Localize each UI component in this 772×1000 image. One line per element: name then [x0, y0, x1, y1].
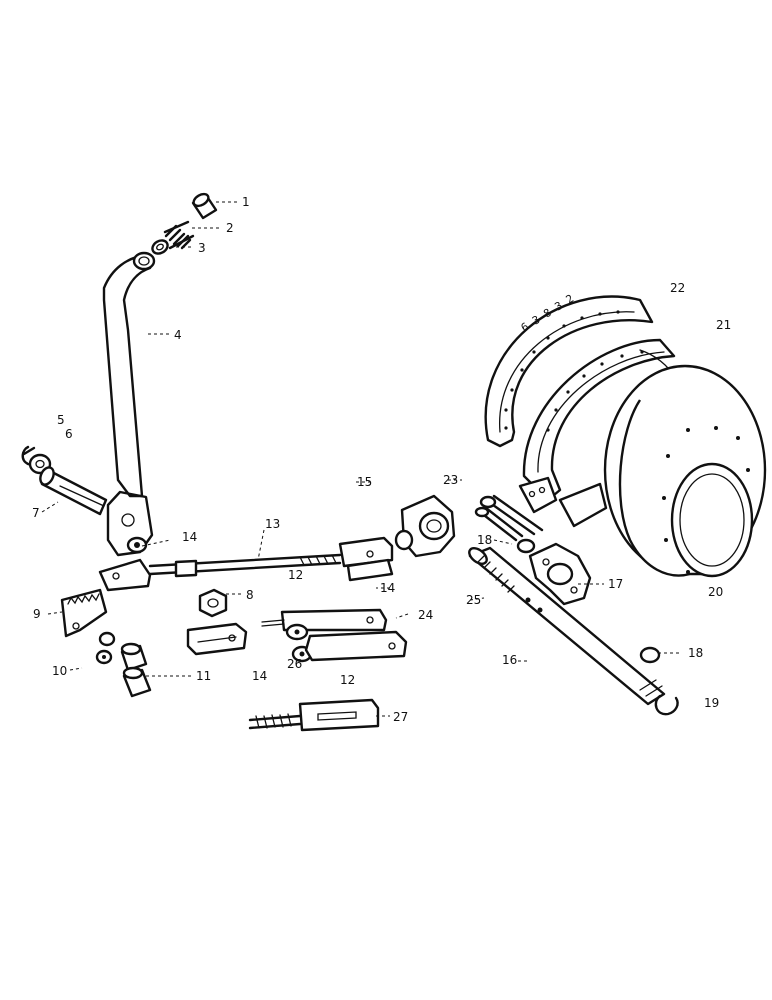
- callout-13: 13: [265, 517, 280, 531]
- leader-lines: [41, 201, 680, 717]
- callout-14a: 14: [182, 530, 197, 544]
- callout-7: 7: [32, 506, 40, 520]
- pull-rod-part-13: [148, 553, 342, 578]
- callout-11: 11: [196, 669, 211, 683]
- callout-19: 19: [704, 696, 719, 710]
- bushing-part-10: [95, 631, 116, 665]
- turnbuckle-part-27: [248, 698, 380, 732]
- brake-cam-lever-part-15: [394, 494, 456, 558]
- callout-14b: 14: [380, 581, 395, 595]
- lever-grip-part-1: [191, 192, 218, 220]
- pins-part-23: [474, 494, 544, 542]
- callout-12a: 12: [288, 568, 303, 582]
- fork-link-part-14: [186, 622, 248, 656]
- callout-24: 24: [418, 608, 433, 622]
- clevis-part-12: [338, 536, 394, 582]
- callout-14c: 14: [252, 669, 267, 683]
- callout-16: 16: [502, 653, 517, 667]
- callout-27: 27: [393, 710, 408, 724]
- callout-10: 10: [52, 664, 67, 678]
- callout-labels: 1 2 3 4 5 6 7 8 9 10 11 12 12 13 14 14 1…: [32, 195, 731, 724]
- callout-6: 6: [65, 427, 73, 441]
- link-part-12: [304, 630, 408, 662]
- pivot-pin-part-7: [39, 466, 108, 516]
- callout-8: 8: [246, 588, 254, 602]
- adjusting-link-part-24: [261, 608, 388, 632]
- callout-3: 3: [198, 241, 206, 255]
- pawl-segment-part-9: [60, 588, 108, 638]
- callout-17: 17: [608, 577, 623, 591]
- bushing-part-11: [120, 642, 152, 698]
- callout-26: 26: [287, 657, 302, 671]
- callout-1: 1: [242, 195, 250, 209]
- callout-18a: 18: [477, 533, 492, 547]
- callout-9: 9: [33, 607, 41, 621]
- hand-lever-part-4: [102, 251, 156, 557]
- brake-band-part-21: [518, 338, 691, 528]
- callout-12b: 12: [340, 673, 355, 687]
- brake-drum-part-20: [603, 364, 767, 578]
- spring-part-2: [163, 220, 195, 250]
- callout-20: 20: [708, 585, 723, 599]
- snap-ring-part-18: [516, 538, 536, 554]
- nut-part-8: [198, 588, 228, 618]
- callout-15: 15: [357, 475, 372, 489]
- callout-22: 22: [670, 281, 685, 295]
- snap-ring-part-18b: [639, 646, 661, 664]
- bearing-bracket-part-17: [528, 542, 592, 606]
- callout-2: 2: [226, 221, 234, 235]
- callout-25: 25: [466, 593, 481, 607]
- callout-21: 21: [716, 318, 731, 332]
- bracket-part-14: [98, 558, 152, 592]
- circlip-part-19: [654, 694, 679, 716]
- callout-4: 4: [174, 328, 182, 342]
- cam-shaft-part-16: [468, 546, 666, 706]
- callout-23: 23: [443, 473, 458, 487]
- callout-18b: 18: [688, 646, 703, 660]
- callout-5: 5: [57, 413, 65, 427]
- washer-part-3: [151, 239, 169, 255]
